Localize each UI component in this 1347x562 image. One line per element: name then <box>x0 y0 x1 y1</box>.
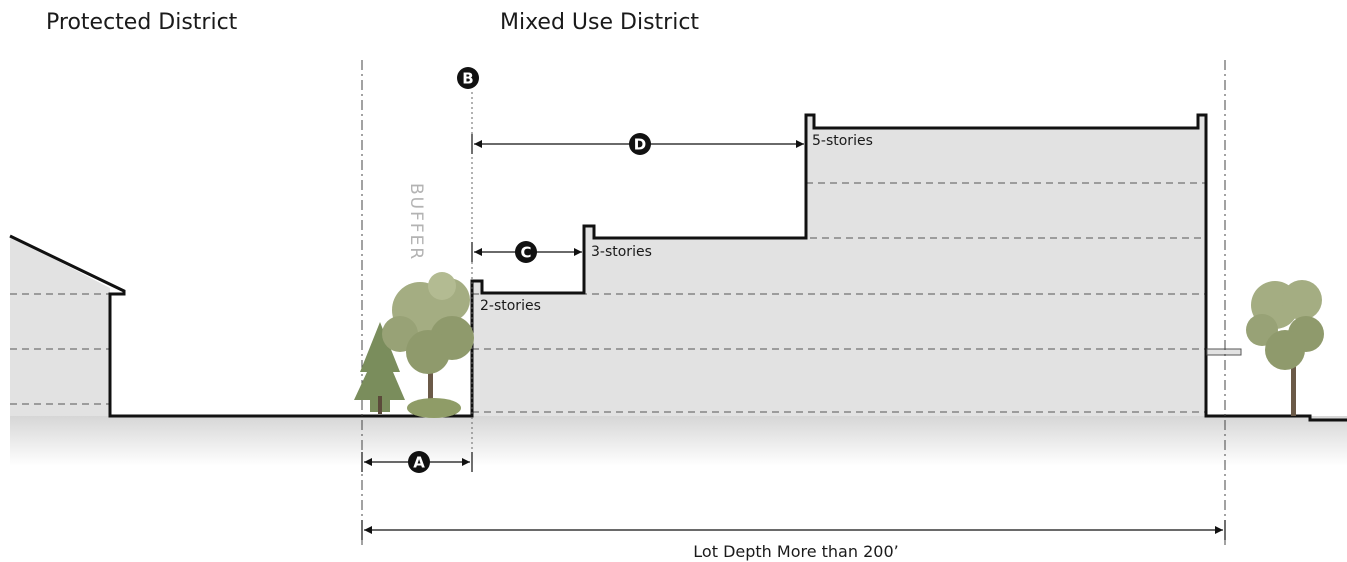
lot-depth-label: Lot Depth More than 200’ <box>693 542 898 561</box>
protected-house <box>9 234 362 418</box>
marker-c <box>515 241 537 263</box>
ground-shadow <box>10 416 1347 466</box>
marker-b <box>457 67 479 89</box>
mixed-use-district-label: Mixed Use District <box>500 10 699 35</box>
marker-a-text: A <box>413 454 425 472</box>
three-stories-label: 3-stories <box>591 244 652 260</box>
side-window-sill <box>1206 348 1242 356</box>
protected-district-label: Protected District <box>46 10 238 35</box>
mixed-use-building <box>362 113 1347 422</box>
dimension-a: A <box>361 451 473 473</box>
buffer-label: BUFFER <box>406 183 426 261</box>
dimension-d: D <box>471 133 804 155</box>
right-tree <box>1246 280 1324 416</box>
marker-b-text: B <box>462 70 473 88</box>
five-stories-label: 5-stories <box>812 133 873 149</box>
buffer-trees <box>354 272 474 418</box>
marker-d-text: D <box>634 136 646 154</box>
marker-b-group: B <box>457 67 479 89</box>
dimension-c: C <box>471 241 582 263</box>
marker-a <box>408 451 430 473</box>
lot-depth-dimension: Lot Depth More than 200’ <box>361 520 1226 561</box>
marker-c-text: C <box>520 244 531 262</box>
two-stories-label: 2-stories <box>480 298 541 314</box>
marker-d <box>629 133 651 155</box>
